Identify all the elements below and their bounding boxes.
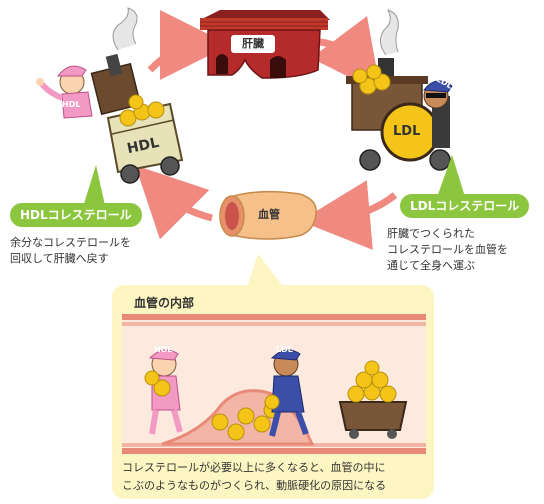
ldl-car-label: LDL xyxy=(393,124,421,139)
arrow-ldl-to-vessel xyxy=(300,180,398,250)
vessel-label: 血管 xyxy=(258,208,280,221)
arrow-liver-to-ldl xyxy=(310,15,382,93)
vessel-interior-title: 血管の内部 xyxy=(134,296,195,310)
hdl-cholesterol-label: HDLコレステロール xyxy=(10,203,142,227)
vessel-interior-caption: コレステロールが必要以上に多くなると、血管の中に こぶのようなものがつくられ、動… xyxy=(122,461,387,492)
liver-label: 肝臓 xyxy=(231,35,275,53)
hdl-driver-label: HDL xyxy=(62,100,81,109)
inset-hdl-cap-label: HDL xyxy=(154,345,173,354)
hdl-description: 余分なコレステロールを 回収して肝臓へ戻す xyxy=(10,236,131,265)
vessel-interior-illustration xyxy=(122,314,426,454)
ldl-train xyxy=(346,9,453,171)
arrow-hdl-to-liver xyxy=(147,10,230,81)
arrow-vessel-to-hdl xyxy=(135,165,213,240)
inset-ldl-cap-label: LDL xyxy=(276,345,293,354)
hdl-train xyxy=(36,7,184,184)
blood-vessel xyxy=(219,190,317,240)
ldl-cholesterol-label: LDLコレステロール xyxy=(400,194,530,218)
ldl-description: 肝臓でつくられた コレステロールを血管を 通じて全身へ運ぶ xyxy=(387,227,508,272)
